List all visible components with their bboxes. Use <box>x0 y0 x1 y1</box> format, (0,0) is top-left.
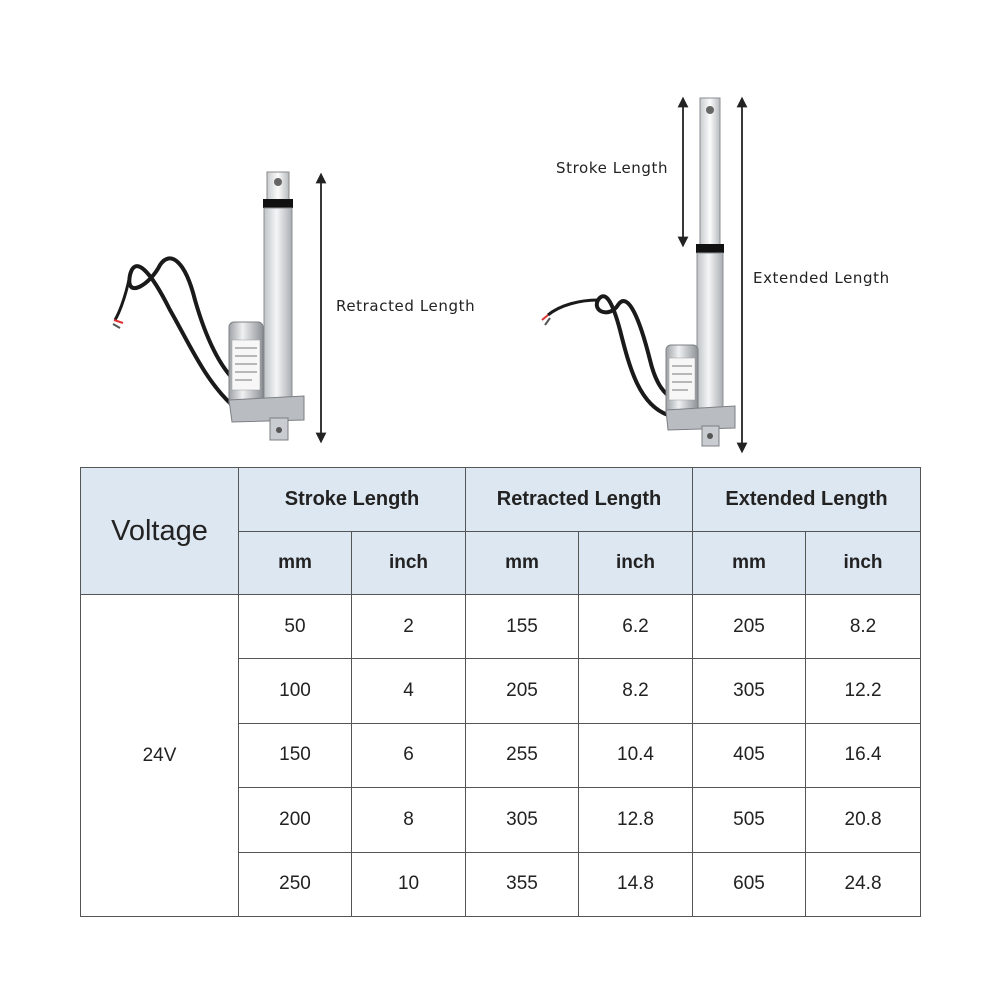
table-row: 250 10 355 14.8 605 24.8 <box>81 851 922 918</box>
table-cell: 10 <box>350 851 467 918</box>
outer-tube <box>263 207 293 409</box>
table-cell: 2 <box>350 593 467 660</box>
table-cell: 14.8 <box>578 851 694 918</box>
table-cell: 12.8 <box>578 787 694 853</box>
extended-actuator <box>541 96 748 454</box>
table-cell: 50 <box>238 593 352 660</box>
table-cell: 8.2 <box>578 658 694 724</box>
extended-length-header: Extended Length <box>692 467 922 532</box>
table-cell: 16.4 <box>805 722 922 789</box>
table-cell: 24.8 <box>805 851 922 918</box>
retracted-length-label: Retracted Length <box>336 297 476 315</box>
unit-header: mm <box>692 531 807 595</box>
table-row: 100 4 205 8.2 305 12.2 <box>81 658 922 724</box>
table-cell: 405 <box>692 722 807 789</box>
table-cell: 6.2 <box>578 593 694 660</box>
unit-header: mm <box>465 531 580 595</box>
table-cell: 10.4 <box>578 722 694 789</box>
table-cell: 12.2 <box>805 658 922 724</box>
unit-header: inch <box>350 531 467 595</box>
actuator-illustration <box>112 96 748 454</box>
product-figure: Retracted Length Stroke Length Extended … <box>0 0 1000 470</box>
table-cell: 150 <box>238 722 352 789</box>
table-cell: 255 <box>465 722 580 789</box>
unit-header: inch <box>578 531 694 595</box>
table-cell: 250 <box>238 851 352 918</box>
table-body: 24V 50 2 155 6.2 205 8.2 100 4 205 8.2 3… <box>80 593 922 918</box>
table-cell: 8.2 <box>805 593 922 660</box>
power-cable <box>594 294 676 417</box>
retracted-length-header: Retracted Length <box>465 467 694 532</box>
table-cell: 100 <box>238 658 352 724</box>
voltage-header: Voltage <box>80 467 239 595</box>
unit-header: inch <box>805 531 922 595</box>
table-cell: 20.8 <box>805 787 922 853</box>
stroke-length-label: Stroke Length <box>556 159 669 177</box>
table-header: Voltage Stroke Length Retracted Length E… <box>80 467 922 595</box>
inner-rod <box>699 97 721 247</box>
table-row: 200 8 305 12.8 505 20.8 <box>81 787 922 853</box>
retracted-actuator <box>112 171 327 444</box>
extended-length-label: Extended Length <box>753 269 890 287</box>
table-cell: 6 <box>350 722 467 789</box>
table-cell: 155 <box>465 593 580 660</box>
power-cable <box>127 256 242 407</box>
table-cell: 8 <box>350 787 467 853</box>
table-cell: 205 <box>465 658 580 724</box>
table-cell: 200 <box>238 787 352 853</box>
table-row: 24V 50 2 155 6.2 205 8.2 <box>80 593 922 917</box>
spec-table: Voltage Stroke Length Retracted Length E… <box>80 467 922 918</box>
table-cell: 505 <box>692 787 807 853</box>
table-cell: 4 <box>350 658 467 724</box>
table-cell: 355 <box>465 851 580 918</box>
voltage-cell: 24V <box>80 594 239 917</box>
table-cell: 605 <box>692 851 807 918</box>
table-cell: 305 <box>465 787 580 853</box>
table-cell: 305 <box>692 658 807 724</box>
outer-tube <box>696 252 724 409</box>
table-cell: 205 <box>692 593 807 660</box>
stroke-length-header: Stroke Length <box>237 467 467 532</box>
unit-header: mm <box>238 531 352 595</box>
